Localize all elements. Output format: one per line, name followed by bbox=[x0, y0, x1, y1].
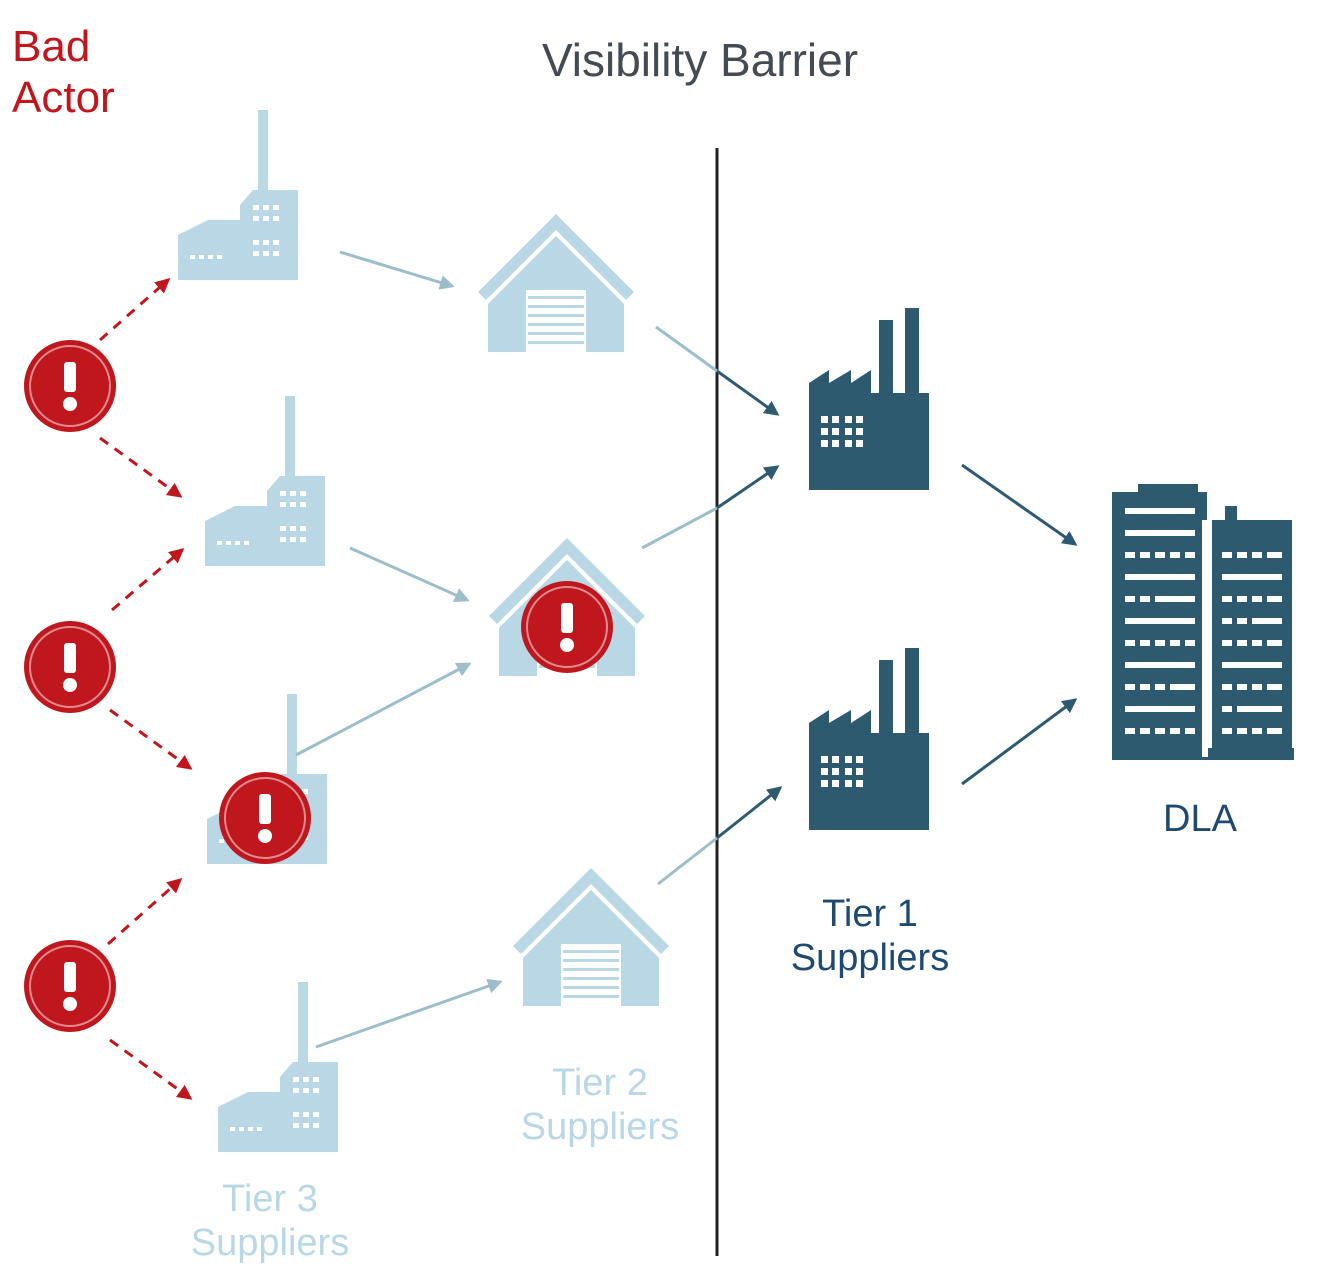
bad-actor-line2: Actor bbox=[12, 72, 115, 122]
tier1-label-line1: Tier 1 bbox=[822, 893, 918, 935]
tier3-label-line2: Suppliers bbox=[190, 1221, 350, 1264]
tier3-suppliers-label: Tier 3 Suppliers bbox=[150, 1178, 390, 1265]
tier1-suppliers-label: Tier 1 Suppliers bbox=[750, 893, 990, 980]
bad-actor-arrow-5 bbox=[107, 878, 183, 946]
bad-actor-arrow-4 bbox=[109, 708, 193, 770]
tier3-factory-4-icon bbox=[218, 982, 338, 1152]
arrow-t2b-to-t1a bbox=[716, 465, 780, 510]
tier2-warehouse-1-icon bbox=[478, 214, 634, 352]
bad-actor-arrow-2 bbox=[99, 436, 183, 498]
tier2-label-line1: Tier 2 bbox=[552, 1062, 648, 1104]
bad-actor-arrow-3 bbox=[111, 548, 185, 612]
bad-actor-alert-3-icon bbox=[23, 939, 117, 1033]
tier1-factory-2-icon bbox=[809, 648, 929, 830]
arrow-t2a-to-t1a-faded bbox=[655, 325, 718, 373]
arrow-t1a-to-dla bbox=[961, 463, 1078, 546]
compromised-warehouse-alert-icon bbox=[520, 580, 614, 674]
arrow-t3b-to-t2b bbox=[349, 546, 470, 602]
arrow-t2b-to-t1a-faded bbox=[641, 506, 718, 550]
arrow-t3a-to-t2a bbox=[339, 250, 455, 290]
compromised-factory-alert-icon bbox=[218, 771, 312, 865]
bad-actor-arrow-6 bbox=[109, 1038, 193, 1100]
tier3-factory-2-icon bbox=[205, 396, 325, 566]
tier2-label-line2: Suppliers bbox=[520, 1105, 680, 1148]
dla-label: DLA bbox=[1163, 798, 1237, 840]
arrow-t2a-to-t1a bbox=[716, 369, 780, 416]
tier1-factory-1-icon bbox=[809, 308, 929, 490]
arrow-t2c-to-t1b-faded bbox=[657, 836, 718, 886]
tier2-warehouse-3-icon bbox=[513, 868, 669, 1006]
visibility-barrier-title: Visibility Barrier bbox=[541, 34, 859, 86]
arrow-t3d-to-t2c bbox=[315, 978, 503, 1049]
arrow-t1b-to-dla bbox=[961, 698, 1078, 786]
bad-actor-label: Bad Actor bbox=[12, 22, 115, 123]
dla-building-icon bbox=[1112, 484, 1294, 760]
bad-actor-arrow-1 bbox=[99, 278, 171, 342]
tier2-suppliers-label: Tier 2 Suppliers bbox=[480, 1062, 720, 1149]
tier3-factory-1-icon bbox=[178, 110, 298, 280]
bad-actor-line1: Bad bbox=[12, 22, 91, 71]
bad-actor-alert-2-icon bbox=[23, 620, 117, 714]
tier3-label-line1: Tier 3 bbox=[222, 1178, 318, 1220]
arrow-t3c-to-t2b bbox=[295, 662, 472, 757]
tier1-label-line2: Suppliers bbox=[790, 936, 950, 979]
bad-actor-alert-1-icon bbox=[23, 339, 117, 433]
arrow-t2c-to-t1b bbox=[716, 786, 783, 840]
